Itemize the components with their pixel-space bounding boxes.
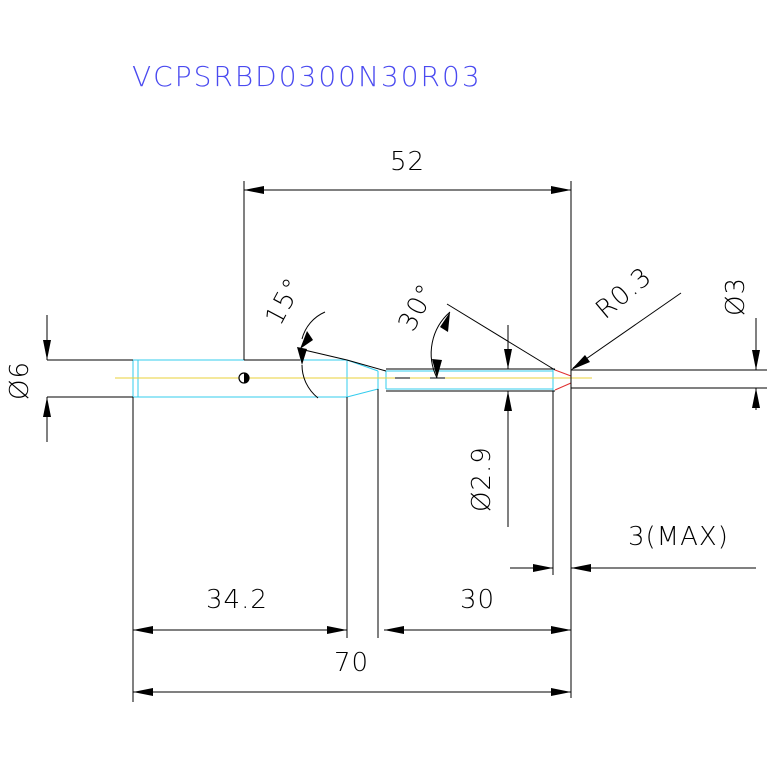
dim-30deg-label: 30°: [393, 279, 443, 336]
dim-15deg-label: 15°: [260, 273, 310, 330]
tool-body: [132, 359, 572, 398]
dimension-overall-length: 70: [133, 648, 571, 696]
dim-d29-label: Ø2.9: [467, 446, 497, 512]
dim-30-label: 30: [460, 585, 495, 615]
dim-3max-label: 3(MAX): [628, 522, 729, 552]
dim-d3-label: Ø3: [721, 277, 751, 316]
dim-70-label: 70: [334, 648, 369, 678]
dimension-total-length: 52: [243, 147, 572, 698]
dimension-shank-diameter: Ø6: [5, 315, 51, 442]
dimension-tip-angle: 30°: [393, 279, 556, 379]
tool-profile: [47, 348, 767, 398]
dimension-corner-radius: R0.3: [571, 262, 682, 370]
dimension-taper-angle: 15°: [260, 273, 326, 399]
drawing-title: VCPSRBD0300N30R03: [132, 60, 482, 93]
dim-d6-label: Ø6: [5, 361, 35, 400]
dim-342-label: 34.2: [206, 585, 268, 615]
dimension-neck-diameter: Ø3: [721, 277, 760, 410]
dimension-section-lengths: 34.2 30: [132, 389, 571, 702]
dim-52-label: 52: [390, 147, 425, 177]
dimension-max-cut: 3(MAX): [510, 391, 756, 575]
dimension-neck-clearance: Ø2.9: [467, 325, 512, 527]
